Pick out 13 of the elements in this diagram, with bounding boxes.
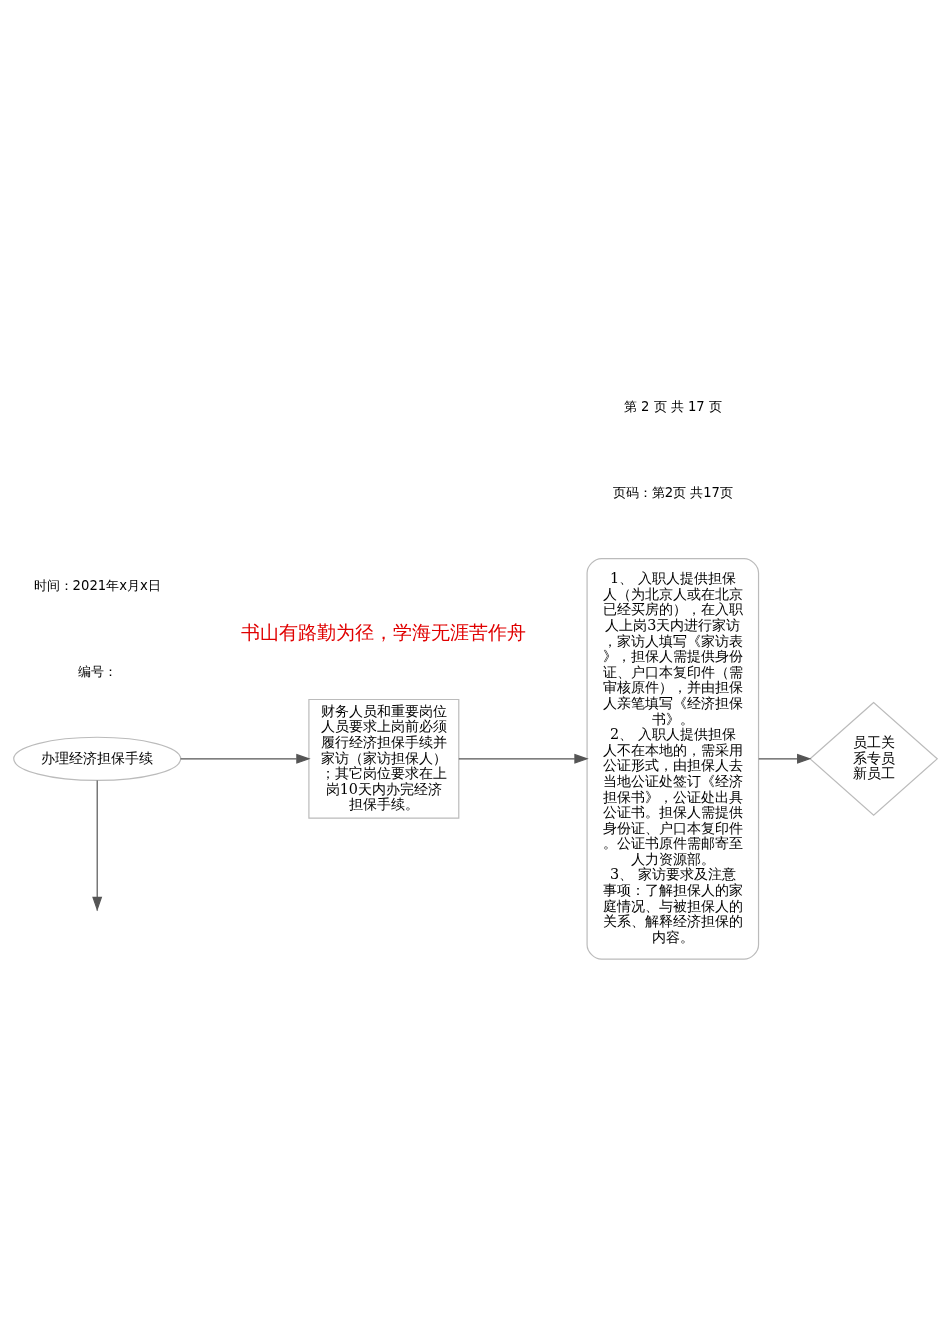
arrow — [91, 779, 102, 911]
label: 页码：第2页 共17页 — [612, 484, 733, 500]
label: 编号： — [77, 663, 117, 679]
label: 时间：2021年x月x日 — [33, 577, 161, 593]
arrow — [179, 753, 311, 764]
label: 第 2 页 共 17 页 — [623, 398, 722, 414]
arrow — [757, 753, 811, 764]
node-box: 1、 入职人提供担保人（为北京人或在北京已经买房的），在入职人上岗3天内进行家访，家访人填写《家访表》，担保人需提供身份证、户口本复印件（需审核原件），并由担保人亲笔填写《经济担保书》。 2、 入职人提供担保人不在本地的，需采用公证形式，由担保人去当地公证处签订《经济担保书》，公证处出具公证书。担保人需提供身份证、户口本复印件。公证书原件需邮寄至人力资源部。 3、 家访要求及注意事项：了解担保人的家庭情况、与被担保人的关系、解释经济担保的内容。 — [586, 557, 759, 960]
node-diamond: 员工关系专员 新员工 — [808, 701, 938, 816]
label: 书山有路勤为径，学海无涯苦作舟 — [240, 620, 526, 644]
node-box: 财务人员和重要岗位人员要求上岗前必须履行经济担保手续并家访（家访担保人）；其它岗位要求在上岗10天内办完经济担保手续。 — [307, 698, 459, 819]
node-ellipse: 办理经济担保手续 — [12, 736, 181, 781]
arrow — [457, 753, 589, 764]
